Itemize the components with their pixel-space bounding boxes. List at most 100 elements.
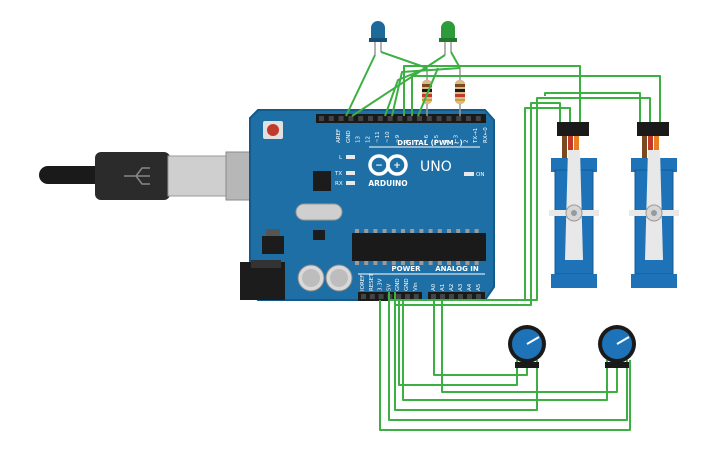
digital-header-hole[interactable] [456,116,462,121]
digital-header-label: DIGITAL (PWM~) [397,139,462,147]
digital-header-hole[interactable] [475,116,481,121]
power-pin-label: RESET [369,273,375,291]
wire-servo1-gnd [394,102,561,306]
digital-header-hole[interactable] [368,116,373,121]
usb-cable-plug-metal [167,155,227,197]
tx-led [346,171,355,175]
potentiometer-1[interactable] [508,325,546,368]
digital-header-hole[interactable] [348,116,354,121]
digital-pin-label: AREF [336,129,342,143]
chip-pins [355,229,479,265]
digital-header-hole[interactable] [338,116,344,121]
power-header-hole[interactable] [369,294,375,299]
analog-pin-label: A1 [440,284,446,291]
analog-header-label: ANALOG IN [435,265,479,273]
analog-pin-label: A5 [476,283,482,291]
usb-icon [124,167,150,185]
digital-pin-label: ~6 [424,134,430,143]
digital-pin-label: ~3 [454,134,460,143]
rx-led-label: RX [335,181,343,187]
green-led[interactable] [439,21,457,55]
wire-pot2-5v [398,300,518,386]
digital-header-hole[interactable] [407,116,413,121]
analog-header-hole[interactable] [431,294,436,299]
wire-pot1-5v [394,305,538,411]
analog-header [428,292,485,301]
digital-header-hole[interactable] [377,116,383,121]
power-header-hole[interactable] [378,294,384,299]
digital-pin-label: 7 [414,139,420,143]
arduino-logo-icon [368,154,408,176]
digital-pin-label: ~11 [375,131,381,143]
digital-header-hole[interactable] [446,116,452,121]
wire-blue-led-gnd [345,54,376,117]
l-led [346,155,355,159]
model-label: UNO [420,159,452,175]
atmega-chip [352,233,486,261]
digital-pin-label: 8 [405,139,411,143]
digital-header-hole[interactable] [387,116,393,121]
svg-text:+: + [393,161,401,171]
digital-pin-label: RX←0 [483,127,489,143]
wire-resistor2-pin [391,67,461,117]
power-pin-label: 3.3V [378,278,384,291]
rx-led [346,181,355,185]
power-header-hole[interactable] [361,294,366,299]
digital-header-hole[interactable] [397,116,403,121]
servo-2[interactable] [629,122,679,288]
digital-header-hole[interactable] [417,116,422,121]
digital-pin-label: 13 [356,136,362,143]
digital-pin-label: TX→1 [473,128,479,144]
digital-header-hole[interactable] [436,116,442,121]
wire-pot2-signal [441,300,618,393]
svg-text:−: − [375,161,383,171]
voltage-regulator [262,236,284,254]
wire-servo1-signal [403,65,581,125]
analog-pin-label: A4 [467,283,473,291]
power-header-hole[interactable] [405,294,410,299]
digital-header-hole[interactable] [358,116,364,121]
potentiometer-2[interactable] [598,325,636,368]
power-header-label: POWER [392,265,422,273]
digital-pin-label: 12 [365,136,371,143]
wire-pot1-gnd [388,300,628,421]
digital-header-hole[interactable] [466,116,471,121]
power-pin-label: GND [395,278,401,291]
digital-pin-label: ~5 [434,134,440,143]
wire-pot2-gnd [402,300,608,401]
digital-pin-label: ~9 [395,134,401,143]
analog-header-hole[interactable] [449,294,454,299]
analog-pin-label: A3 [458,283,464,291]
wire-servo2-5v [400,97,651,301]
on-led [464,172,474,176]
digital-pin-label: 4 [444,139,450,143]
digital-header-hole[interactable] [426,116,432,121]
digital-pin-label: ~10 [385,131,391,143]
on-led-label: ON [476,172,484,178]
usb-chip [313,171,331,191]
power-jack [240,262,285,300]
analog-pin-label: A0 [431,283,437,291]
digital-pin-label: 2 [463,140,469,144]
l-led-label: L [339,155,343,161]
analog-header-hole[interactable] [440,294,445,299]
analog-header-hole[interactable] [476,294,481,299]
analog-header-hole[interactable] [458,294,463,299]
digital-pin-label: GND [346,130,352,143]
usb-cable [39,151,253,201]
blue-led[interactable] [369,21,387,55]
brand-label: ARDUINO [368,179,407,188]
power-pin-label: IOREF [360,275,366,291]
servo-1[interactable] [549,122,599,288]
power-header-hole[interactable] [413,294,419,299]
wire-servo2-gnd [544,92,641,125]
digital-header-hole[interactable] [319,116,324,121]
power-header-hole[interactable] [396,294,402,299]
crystal [295,203,343,221]
analog-header-hole[interactable] [467,294,472,299]
digital-header-hole[interactable] [328,116,334,121]
wire-servo1-5v [388,107,571,301]
tx-led-label: TX [334,171,342,177]
power-pin-label: 5V [386,284,392,291]
